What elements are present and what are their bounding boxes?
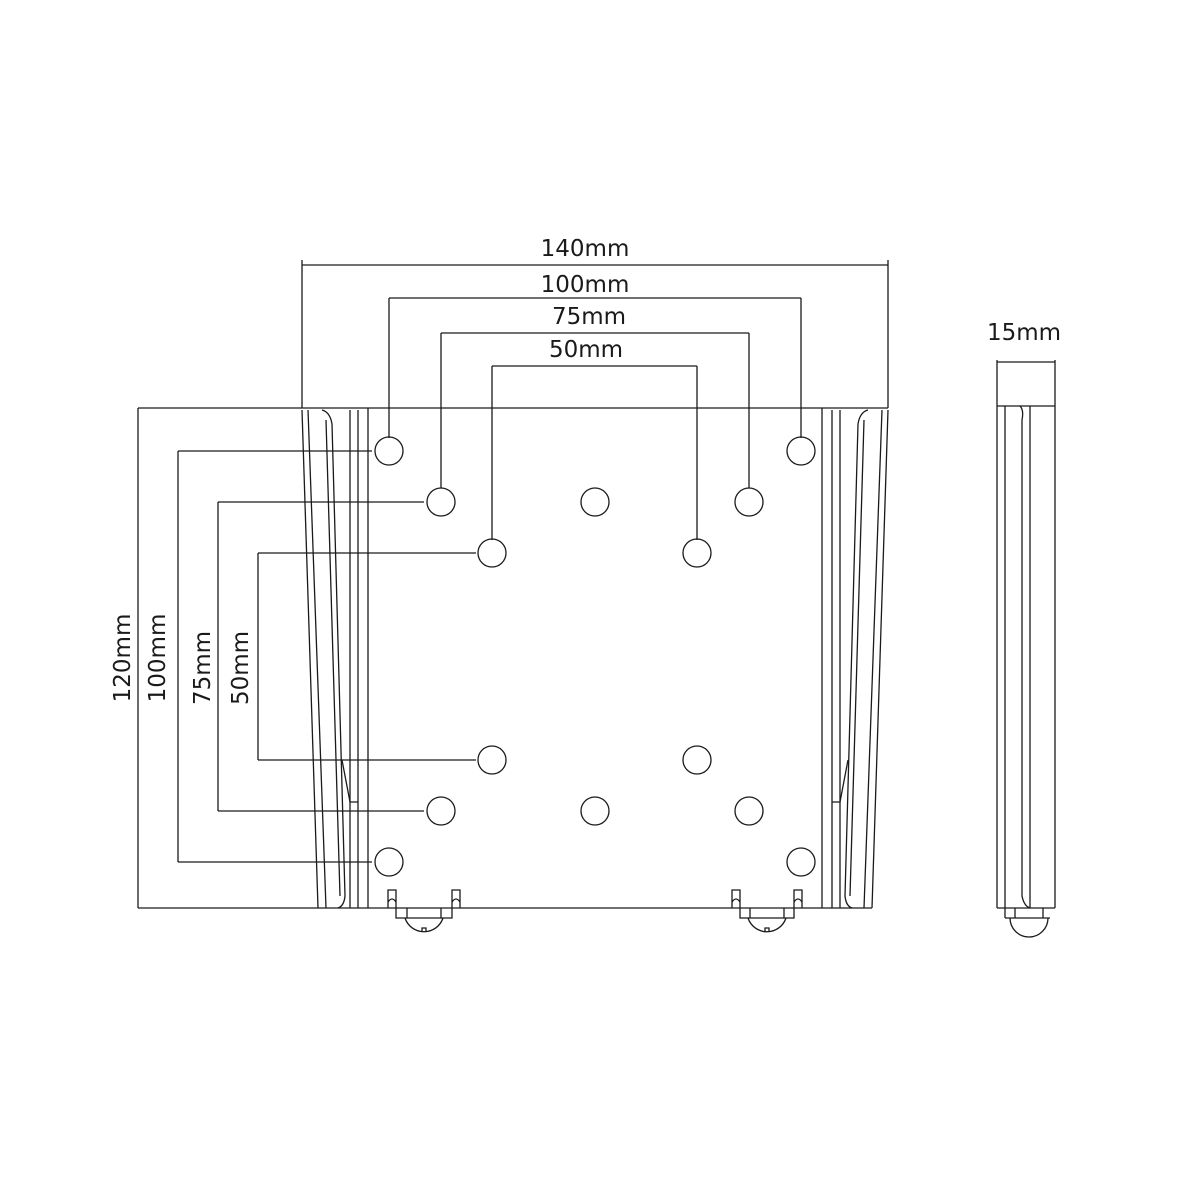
dim-width-100: 100mm — [541, 272, 630, 298]
hole-50-bl — [477, 745, 507, 775]
hole-center-bottom — [580, 796, 610, 826]
mounting-holes — [374, 436, 816, 877]
lock-clip-right — [731, 889, 803, 933]
vertical-dimensions — [137, 407, 476, 909]
dim-width-140: 140mm — [541, 236, 630, 262]
dim-width-50: 50mm — [549, 337, 623, 363]
hole-100-tr — [786, 436, 816, 466]
dim-height-120: 120mm — [110, 614, 136, 703]
side-view — [996, 360, 1056, 938]
dim-height-75: 75mm — [190, 631, 216, 705]
hole-75-br — [734, 796, 764, 826]
dim-height-100: 100mm — [145, 614, 171, 703]
hole-50-br — [682, 745, 712, 775]
dim-height-50: 50mm — [228, 631, 254, 705]
hole-50-tl — [477, 538, 507, 568]
hole-center-top — [580, 487, 610, 517]
dim-depth-15: 15mm — [987, 320, 1061, 346]
hole-100-tl — [374, 436, 404, 466]
hole-75-tl — [426, 487, 456, 517]
hole-100-br — [786, 847, 816, 877]
lock-clip-left — [387, 889, 461, 933]
hole-50-tr — [682, 538, 712, 568]
dim-width-75: 75mm — [552, 304, 626, 330]
hole-75-tr — [734, 487, 764, 517]
hole-75-bl — [426, 796, 456, 826]
front-view — [301, 407, 889, 909]
hole-100-bl — [374, 847, 404, 877]
horizontal-dimensions — [301, 260, 889, 540]
